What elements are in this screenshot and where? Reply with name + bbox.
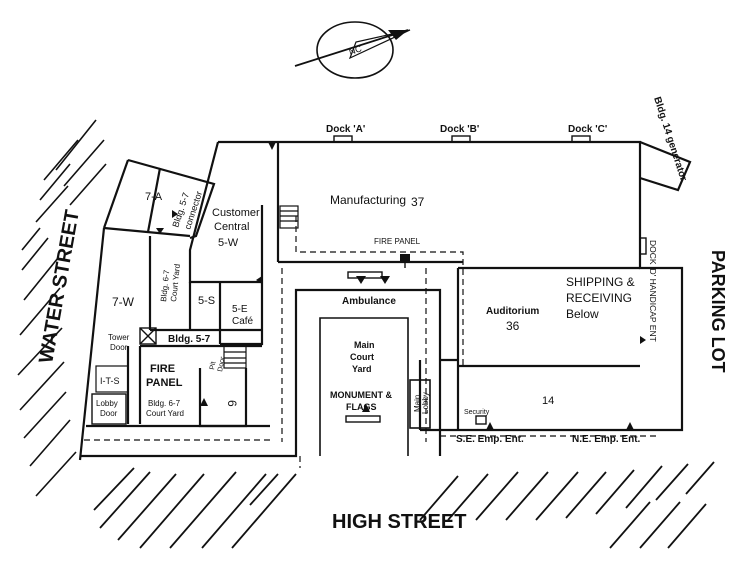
cafe-label-1: 5-E xyxy=(232,304,248,315)
bldg-7w-label: 7-W xyxy=(112,295,135,309)
fire-panel-icon xyxy=(400,254,410,262)
customer-central-label-3: 5-W xyxy=(218,237,239,249)
manufacturing-number: 37 xyxy=(411,195,425,209)
stairs-icon xyxy=(223,345,247,369)
fire-panel-label-1: FIRE xyxy=(150,363,175,375)
bldg-6-label: 6 xyxy=(225,400,239,407)
security-label: Security xyxy=(464,409,490,416)
main-court-outline xyxy=(319,317,409,456)
tower-door-label-1: Tower xyxy=(108,333,130,342)
se-entrance-label: S.E. Emp. Ent. xyxy=(456,434,524,445)
lobby-door-label-2: Door xyxy=(100,409,118,418)
compass-label: NC xyxy=(348,43,364,57)
ambulance-label: Ambulance xyxy=(342,296,396,307)
water-street-label: WATER STREET xyxy=(35,208,84,365)
court-yard-67-top-1: Bldg. 6-7 xyxy=(159,269,171,302)
monument-label-2: FLAGS xyxy=(346,402,377,412)
generator-label: Bldg. 14 generator xyxy=(651,96,689,183)
lobby-door-box xyxy=(91,393,127,425)
manufacturing-label: Manufacturing xyxy=(330,193,406,207)
tower-door-label-2: Door xyxy=(110,343,128,352)
stairs-icon xyxy=(279,205,299,229)
bldg-5-7-stair-icon xyxy=(139,327,157,345)
shipping-label-1: SHIPPING & xyxy=(566,275,635,289)
pit-door-label-2: Door xyxy=(217,356,227,373)
main-court-label-2: Court xyxy=(350,352,374,362)
monument-bar xyxy=(345,415,381,423)
monument-label-1: MONUMENT & xyxy=(330,390,392,400)
fire-panel-label-2: PANEL xyxy=(146,377,183,389)
high-street-hatching xyxy=(93,461,715,549)
pit-door-label-1: Pit xyxy=(209,361,217,370)
dock-c-label: Dock 'C' xyxy=(568,124,607,135)
its-box xyxy=(95,365,129,393)
dock-a-label: Dock 'A' xyxy=(326,124,365,135)
main-lobby-label-1: Main xyxy=(413,395,422,412)
bldg-14-label: 14 xyxy=(542,395,554,407)
high-street-label: HIGH STREET xyxy=(332,511,466,533)
court-yard-67-bot-2: Court Yard xyxy=(146,409,184,418)
cafe-label-2: Café xyxy=(232,316,254,327)
main-court-label-3: Yard xyxy=(352,364,372,374)
main-lobby-box xyxy=(409,379,431,429)
dock-markers xyxy=(333,135,647,255)
compass-icon: NC xyxy=(294,21,411,79)
bldg-7a-label: 7-A xyxy=(145,191,163,203)
main-lobby-label-2: Lobby xyxy=(421,392,430,414)
dock-b-label: Dock 'B' xyxy=(440,124,479,135)
ne-entrance-label: N.E. Emp. Ent. xyxy=(572,434,641,445)
shipping-label-2: RECEIVING xyxy=(566,291,632,305)
dock-d-label: DOCK 'D' HANDICAP ENT xyxy=(648,240,658,342)
fire-panel-top-label: FIRE PANEL xyxy=(374,237,421,246)
customer-central-label-2: Central xyxy=(214,221,249,233)
water-street-hatching xyxy=(17,119,107,497)
court-yard-67-bot-1: Bldg. 6-7 xyxy=(148,399,181,408)
parking-lot-label: PARKING LOT xyxy=(708,250,728,373)
court-yard-67-top-2: Court Yard xyxy=(169,264,182,303)
dashed-paths xyxy=(84,216,656,468)
main-court-label-1: Main xyxy=(354,340,375,350)
shipping-label-3: Below xyxy=(566,307,599,321)
bldg-57-label: Bldg. 5-7 xyxy=(168,334,211,345)
lobby-door-label-1: Lobby xyxy=(96,399,118,408)
security-icon xyxy=(475,415,487,425)
its-label: I-T-S xyxy=(100,376,120,386)
auditorium-label: Auditorium xyxy=(486,306,539,317)
customer-central-label-1: Customer xyxy=(212,207,260,219)
bldg-5s-label: 5-S xyxy=(198,295,215,307)
ambulance-bar xyxy=(347,271,383,279)
auditorium-number: 36 xyxy=(506,319,520,333)
